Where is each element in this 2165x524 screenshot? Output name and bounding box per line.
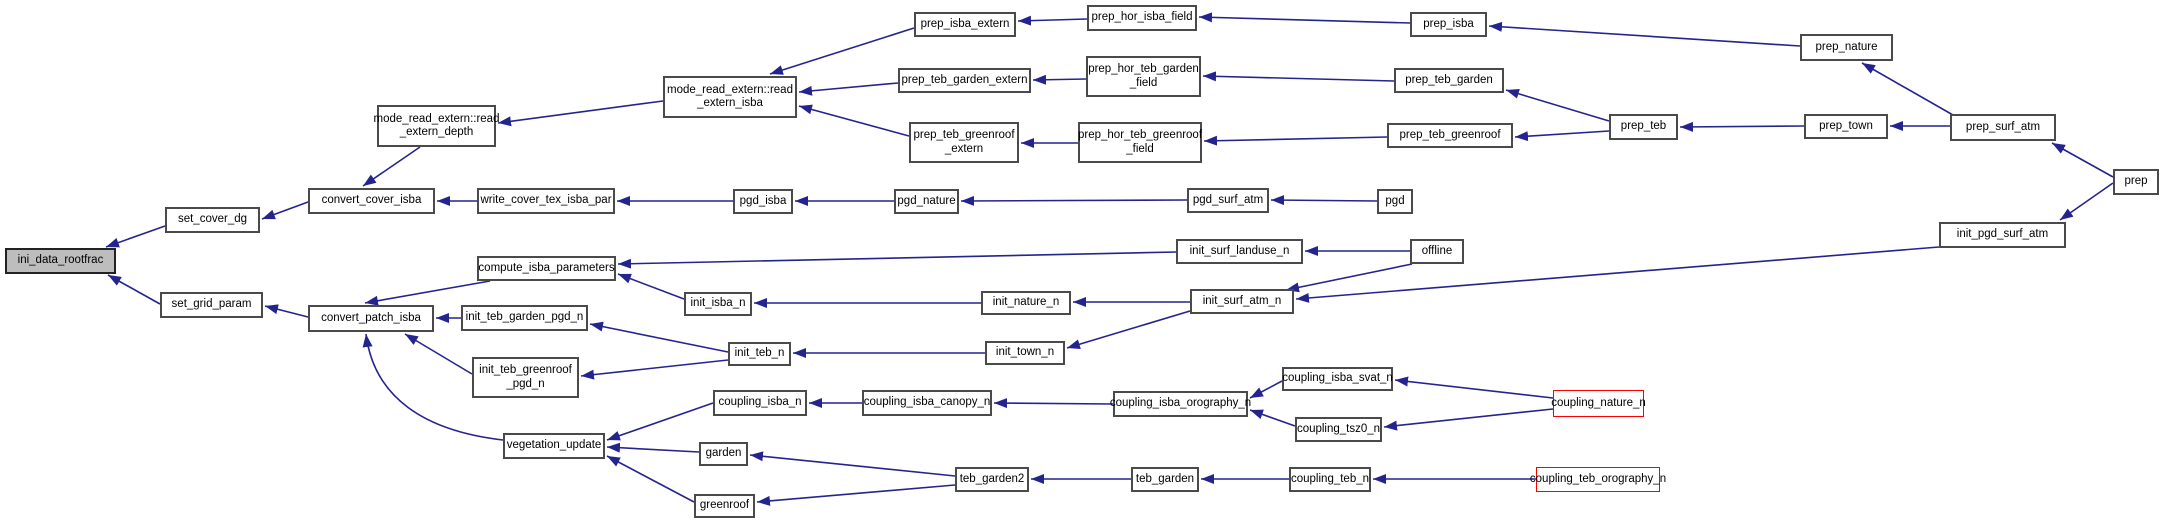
edge-prep_isba-prep_hor_isba_field	[1198, 12, 1411, 24]
edge-prep_teb_garden_extern-read_extern_isba	[798, 82, 899, 96]
edge-prep_teb-prep_teb_greenroof	[1514, 130, 1610, 142]
node-coupling_isba_svat_n[interactable]: coupling_isba_svat_n	[1282, 367, 1393, 391]
node-prep_teb_garden[interactable]: prep_teb_garden	[1394, 68, 1504, 93]
node-prep_teb_greenroof_extern[interactable]: prep_teb_greenroof _extern	[909, 122, 1019, 163]
edge-prep_hor_isba_field-prep_isba_extern	[1017, 15, 1088, 26]
edge-init_teb_n-init_teb_garden_pgd_n	[589, 321, 729, 353]
edge-set_grid_param-ini_data_rootfrac	[107, 274, 161, 305]
node-coupling_teb_n[interactable]: coupling_teb_n	[1289, 467, 1371, 492]
edge-teb_garden2-greenroof	[756, 484, 956, 506]
node-init_isba_n[interactable]: init_isba_n	[684, 292, 752, 316]
edge-pgd-pgd_surf_atm	[1270, 195, 1378, 206]
edge-coupling_nature_n-coupling_isba_svat_n	[1394, 376, 1554, 399]
edge-teb_garden2-garden	[749, 451, 956, 477]
edge-init_pgd_surf_atm-init_surf_atm_n	[1295, 246, 1940, 303]
edge-prep-init_pgd_surf_atm	[2059, 182, 2114, 221]
edge-pgd_surf_atm-pgd_nature	[960, 195, 1188, 206]
node-convert_cover_isba[interactable]: convert_cover_isba	[308, 188, 435, 214]
edge-garden-vegetation_update	[606, 442, 700, 453]
edge-init_surf_landuse_n-compute_isba_parameters	[617, 251, 1177, 269]
node-pgd_isba[interactable]: pgd_isba	[733, 189, 793, 214]
node-prep_surf_atm[interactable]: prep_surf_atm	[1950, 114, 2056, 141]
node-init_teb_n[interactable]: init_teb_n	[728, 342, 791, 366]
edge-prep_teb_greenroof_extern-read_extern_isba	[798, 104, 910, 137]
node-coupling_isba_n[interactable]: coupling_isba_n	[713, 390, 807, 416]
node-prep[interactable]: prep	[2113, 169, 2159, 195]
edge-prep_hor_teb_garden_field-prep_teb_garden_extern	[1032, 74, 1087, 85]
edge-coupling_tsz0_n-coupling_isba_orography_n	[1249, 409, 1296, 427]
node-init_town_n[interactable]: init_town_n	[985, 341, 1065, 365]
node-pgd_nature[interactable]: pgd_nature	[894, 189, 959, 214]
node-init_nature_n[interactable]: init_nature_n	[981, 291, 1071, 315]
node-coupling_tsz0_n[interactable]: coupling_tsz0_n	[1295, 417, 1382, 442]
node-teb_garden[interactable]: teb_garden	[1131, 467, 1199, 492]
node-prep_teb_greenroof[interactable]: prep_teb_greenroof	[1387, 123, 1513, 148]
edge-prep_town-prep_teb	[1679, 121, 1805, 132]
node-coupling_teb_orography_n[interactable]: coupling_teb_orography_n	[1530, 467, 1666, 492]
edge-coupling_nature_n-coupling_tsz0_n	[1383, 408, 1554, 431]
node-compute_isba_parameters[interactable]: compute_isba_parameters	[477, 256, 616, 281]
node-mode_read_extern-read_extern_isba[interactable]: mode_read_extern::read _extern_isba	[663, 76, 797, 118]
node-prep_nature[interactable]: prep_nature	[1800, 34, 1893, 61]
node-prep_hor_teb_greenroof_field[interactable]: prep_hor_teb_greenroof _field	[1078, 122, 1202, 163]
edge-prep_surf_atm-prep_nature	[1861, 62, 1954, 116]
edge-prep_nature-prep_isba	[1488, 21, 1801, 47]
node-set_grid_param[interactable]: set_grid_param	[160, 292, 263, 318]
edge-convert_cover_isba-set_cover_dg	[261, 201, 309, 220]
edge-greenroof-vegetation_update	[606, 455, 695, 503]
node-pgd_surf_atm[interactable]: pgd_surf_atm	[1187, 188, 1269, 213]
node-prep_isba_extern[interactable]: prep_isba_extern	[914, 12, 1016, 37]
node-coupling_isba_canopy_n[interactable]: coupling_isba_canopy_n	[862, 390, 992, 416]
edge-init_teb_greenroof_pgd_n-convert_patch_isba	[404, 333, 473, 375]
edge-prep_teb_garden-prep_hor_teb_garden_field	[1202, 71, 1395, 82]
node-prep_teb[interactable]: prep_teb	[1609, 114, 1678, 140]
node-offline[interactable]: offline	[1410, 239, 1464, 264]
node-prep_hor_teb_garden_field[interactable]: prep_hor_teb_garden _field	[1086, 56, 1201, 97]
node-write_cover_tex_isba_par[interactable]: write_cover_tex_isba_par	[477, 188, 615, 214]
edge-vegetation_update-convert_patch_isba	[362, 333, 504, 441]
edge-prep_teb_greenroof-prep_hor_teb_greenroof_field	[1203, 135, 1388, 146]
edge-read_extern_isba-read_extern_depth	[497, 100, 664, 127]
edge-convert_patch_isba-set_grid_param	[264, 304, 309, 318]
node-teb_garden2[interactable]: teb_garden2	[955, 467, 1029, 492]
edge-init_surf_atm_n-init_town_n	[1066, 310, 1191, 350]
node-vegetation_update[interactable]: vegetation_update	[503, 433, 605, 459]
edge-offline-init_surf_atm_n	[1285, 263, 1413, 293]
edge-coupling_isba_orography_n-coupling_isba_canopy_n	[993, 398, 1114, 409]
edge-prep-prep_surf_atm	[2051, 142, 2114, 178]
edge-compute_isba_parameters-convert_patch_isba	[364, 280, 491, 306]
node-init_pgd_surf_atm[interactable]: init_pgd_surf_atm	[1939, 222, 2066, 248]
node-prep_hor_isba_field[interactable]: prep_hor_isba_field	[1087, 5, 1197, 31]
node-pgd[interactable]: pgd	[1377, 189, 1413, 214]
edge-init_teb_n-init_teb_greenroof_pgd_n	[580, 359, 729, 380]
edge-init_isba_n-compute_isba_parameters	[617, 273, 685, 300]
edge-prep_isba_extern-read_extern_isba	[769, 27, 915, 75]
node-prep_town[interactable]: prep_town	[1804, 114, 1888, 139]
node-mode_read_extern-read_extern_depth[interactable]: mode_read_extern::read _extern_depth	[374, 105, 499, 147]
edge-coupling_isba_svat_n-coupling_isba_orography_n	[1249, 380, 1283, 399]
node-garden[interactable]: garden	[699, 442, 748, 466]
node-coupling_nature_n[interactable]: coupling_nature_n	[1551, 390, 1646, 417]
node-prep_isba[interactable]: prep_isba	[1410, 12, 1487, 37]
node-coupling_isba_orography_n[interactable]: coupling_isba_orography_n	[1110, 391, 1251, 417]
node-convert_patch_isba[interactable]: convert_patch_isba	[308, 305, 434, 332]
node-ini_data_rootfrac: ini_data_rootfrac	[5, 248, 116, 274]
node-init_teb_greenroof_pgd_n[interactable]: init_teb_greenroof _pgd_n	[472, 357, 579, 398]
node-init_surf_atm_n[interactable]: init_surf_atm_n	[1190, 289, 1294, 314]
node-init_teb_garden_pgd_n[interactable]: init_teb_garden_pgd_n	[461, 305, 588, 331]
edge-set_cover_dg-ini_data_rootfrac	[105, 225, 166, 248]
node-init_surf_landuse_n[interactable]: init_surf_landuse_n	[1176, 239, 1303, 264]
edge-coupling_isba_n-vegetation_update	[606, 402, 714, 441]
node-greenroof[interactable]: greenroof	[694, 494, 755, 518]
node-set_cover_dg[interactable]: set_cover_dg	[165, 207, 260, 233]
edge-read_extern_depth-convert_cover_isba	[362, 146, 421, 187]
edge-prep_teb-prep_teb_garden	[1505, 88, 1610, 122]
node-prep_teb_garden_extern[interactable]: prep_teb_garden_extern	[898, 68, 1031, 93]
